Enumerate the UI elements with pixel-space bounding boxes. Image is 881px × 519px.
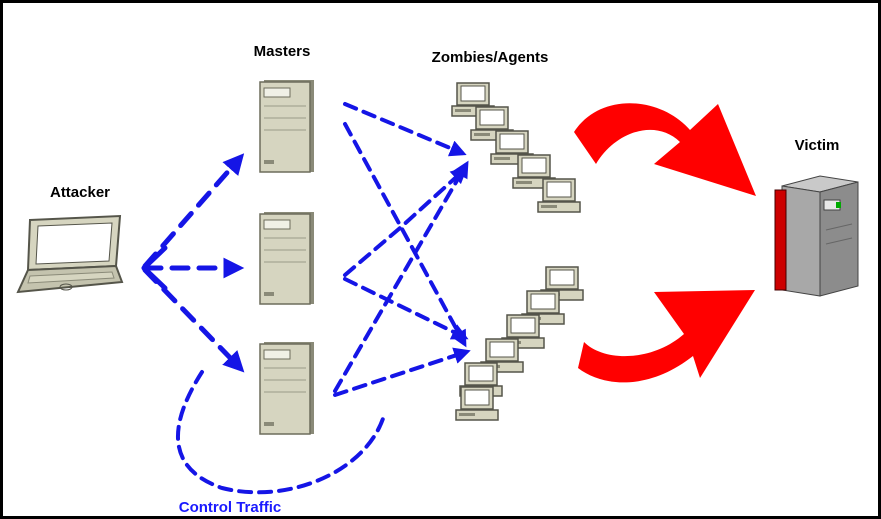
attack-traffic-arrows — [574, 103, 756, 383]
masters-to-zombies-arrows — [333, 102, 471, 397]
attack-arrow-bottom — [578, 290, 755, 383]
masters-label: Masters — [254, 43, 311, 60]
attacker-label: Attacker — [50, 184, 110, 201]
server-tower-icon — [259, 211, 315, 305]
server-tower-icon — [259, 341, 315, 435]
server-tower-icon — [259, 79, 315, 173]
desktop-computer-icon — [455, 386, 499, 421]
attack-arrow-top — [574, 103, 756, 196]
mainframe-server-icon — [774, 175, 859, 297]
attacker-to-masters-arrows — [141, 153, 245, 373]
victim-label: Victim — [795, 137, 840, 154]
control-traffic-label: Control Traffic — [179, 499, 282, 516]
control-traffic-curve — [176, 370, 387, 495]
zombies-label: Zombies/Agents — [432, 49, 549, 66]
desktop-computer-icon — [537, 178, 581, 213]
laptop-icon — [17, 215, 123, 293]
